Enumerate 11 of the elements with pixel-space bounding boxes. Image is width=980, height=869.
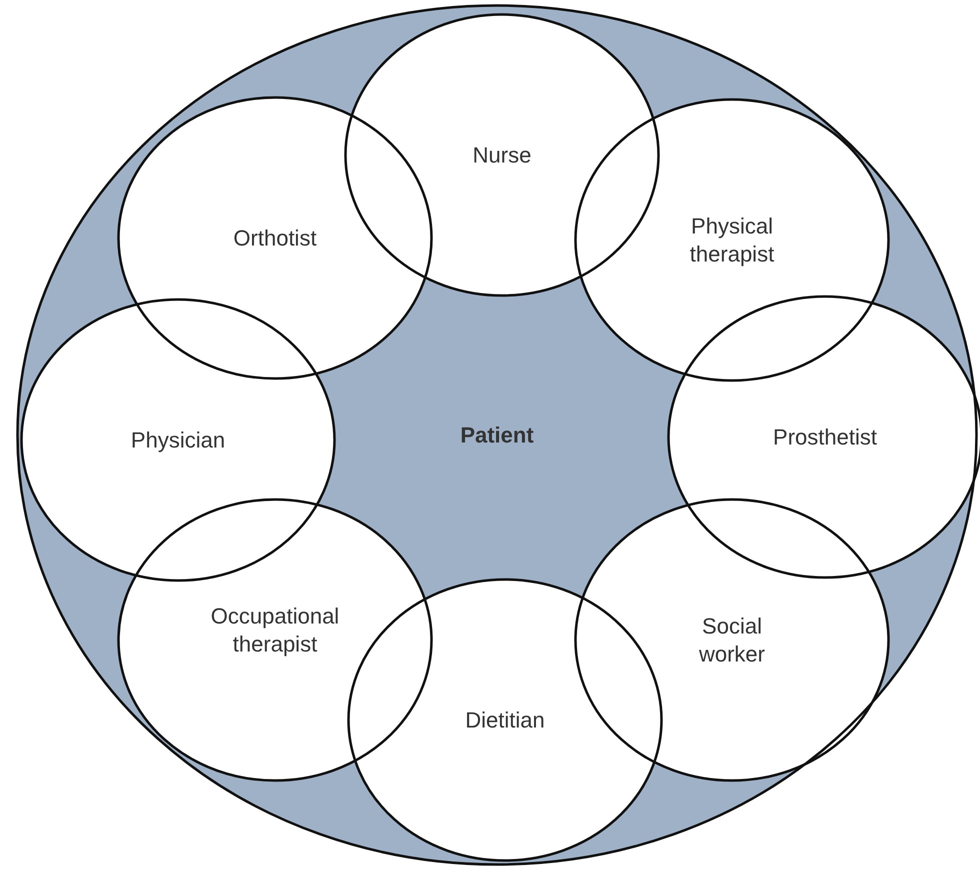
role-label: Prosthetist [772,423,878,451]
hub-label: Patient [459,421,535,449]
role-label: Nurse [472,141,532,169]
role-label: Social worker [698,612,766,668]
role-circle [117,96,433,380]
hub-circle [16,4,978,866]
role-label: Physical therapist [688,212,776,268]
role-label: Orthotist [232,224,318,252]
role-label: Occupational therapist [210,602,340,658]
role-label: Physician [130,426,226,454]
role-label: Dietitian [464,706,546,734]
